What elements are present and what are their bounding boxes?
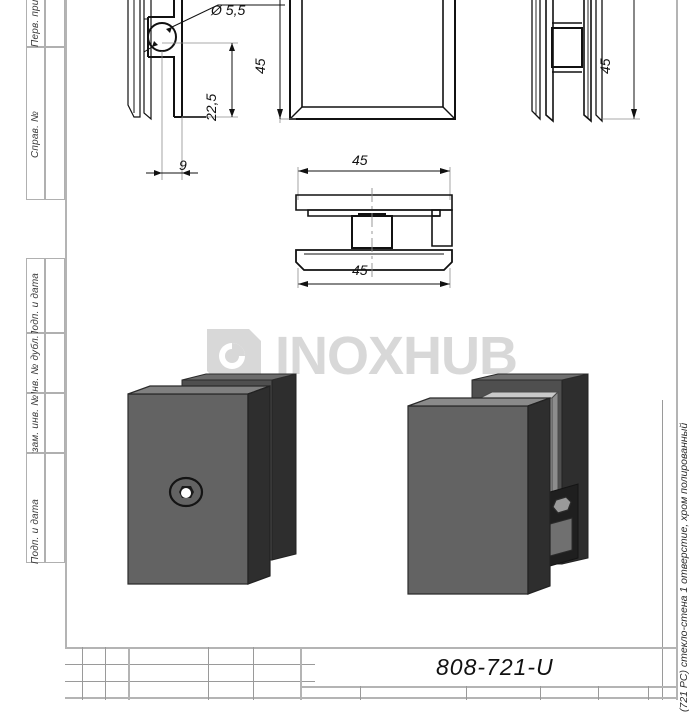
title-block-row-line-3 [65,697,677,699]
margin-cell-inv-dubl-blank [45,333,65,393]
dim-front-height-45: 45 [252,58,268,74]
margin-label-sprav-no: Справ. № [30,110,41,158]
dim-side-bottom-45: 45 [352,262,368,278]
dim-diameter-5-5: Ø 5,5 [211,2,246,18]
title-block-row-line-1 [65,664,315,665]
margin-label-inv-dubl: Инв. № дубл. [30,335,41,399]
margin-label-podp-data-2: Подп. и дата [30,498,41,564]
margin-label-podp-data-1: Подп. и дата [30,272,41,338]
hex-head-screw [552,496,572,514]
dim-side-top-45: 45 [352,152,368,168]
title-block-col-line-5 [253,647,254,700]
right-margin-caption: (721 PC) стекло-стена 1 отверстие, хром … [678,422,690,712]
margin-cell-inv-dubl [26,333,45,393]
right-margin-divider [662,400,663,700]
margin-cell-vzam-inv [26,393,45,453]
iso-render-back [407,373,589,595]
margin-cell-sprav-no [26,47,45,200]
margin-cell-vzam-inv-blank [45,393,65,453]
margin-cell-podp-data-1-blank [45,258,65,333]
dim-9: 9 [179,157,187,173]
margin-cell-podp-data-2-blank [45,453,65,563]
margin-cell-podp-data-2 [26,453,45,563]
margin-cell-perv-primen-blank [45,0,65,47]
section-view-right [531,0,640,123]
drawing-number: 808-721-U [436,654,554,680]
dim-right-height-45: 45 [597,58,613,74]
margin-cell-perv-primen [26,0,45,47]
front-view [277,0,456,123]
title-block-bottom-col-1 [360,686,361,700]
title-block-bottom-col-5 [648,686,649,700]
iso-render-front [127,373,297,585]
margin-cell-sprav-no-blank [45,47,65,200]
dim-22-5: 22,5 [203,93,219,121]
side-view [295,167,453,288]
frame-left-border [65,0,67,647]
margin-label-perv-primen: Перв. примен. [30,0,41,47]
title-block-col-line-3 [128,647,130,700]
title-block-col-line-4 [208,647,209,700]
title-block-row-line-2 [65,681,315,682]
margin-label-vzam-inv: Взам. инв. № [30,394,41,459]
title-block-name-cell-bottom [300,686,677,688]
title-block-bottom-col-3 [540,686,541,700]
margin-cell-podp-data-1 [26,258,45,333]
frame-right-border [676,0,678,700]
title-block-top-border [65,647,677,649]
section-view-left [127,0,285,180]
title-block-bottom-col-4 [598,686,599,700]
title-block-bottom-col-2 [466,686,467,700]
title-block-col-line-1 [82,647,83,700]
title-block-col-line-2 [105,647,106,700]
title-block-col-line-6 [300,647,302,700]
